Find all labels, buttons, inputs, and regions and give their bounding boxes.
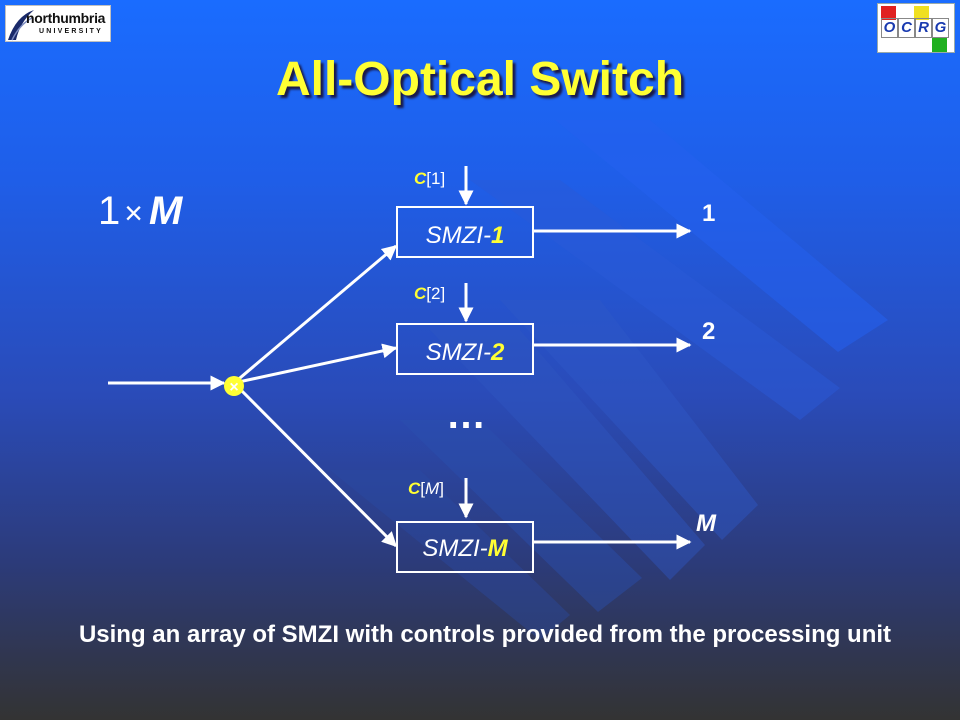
ellipsis: … — [446, 393, 486, 437]
logo-subtitle: UNIVERSITY — [39, 28, 104, 35]
northumbria-logo: northumbria UNIVERSITY — [5, 5, 111, 42]
control-close-m: ] — [439, 479, 444, 498]
switch-size-operator: × — [124, 195, 143, 231]
control-c-m: C — [408, 479, 421, 498]
stripe-3 — [500, 300, 758, 540]
control-close-1: ] — [440, 169, 445, 188]
logo-letter-g: G — [932, 18, 949, 38]
smzi-prefix-2: SMZI- — [426, 339, 491, 366]
smzi-index-2: 2 — [490, 339, 505, 366]
smzi-label-m: SMZI-M — [422, 535, 508, 562]
control-idx-2: 2 — [431, 284, 440, 303]
red-square-icon — [881, 6, 896, 20]
control-open-m: [ — [420, 479, 425, 498]
stripe-6 — [330, 470, 570, 640]
smzi-label-1: SMZI-1 — [426, 222, 505, 249]
switch-size-prefix: 1 — [98, 189, 120, 233]
control-c-1: C — [414, 169, 427, 188]
logo-letter-r: R — [915, 18, 932, 38]
smzi-box-2 — [396, 323, 534, 375]
yellow-square-icon — [914, 6, 929, 20]
smzi-index-m: M — [488, 535, 509, 562]
green-square-icon — [932, 38, 947, 52]
stripe-2 — [470, 180, 840, 420]
control-label-m: C[M] — [408, 479, 444, 498]
control-label-2: C[2] — [414, 284, 445, 303]
control-c-2: C — [414, 284, 427, 303]
branch-arrow-2 — [233, 343, 398, 385]
stripe-4 — [430, 330, 705, 580]
switch-size-label: 1×M — [98, 189, 184, 233]
output-label-m: M — [696, 510, 717, 537]
smzi-index-1: 1 — [491, 222, 504, 249]
slide-caption: Using an array of SMZI with controls pro… — [78, 621, 892, 648]
splitter-node — [224, 376, 244, 396]
splitter-symbol: × — [229, 379, 238, 396]
branch-arrow-1 — [233, 244, 398, 385]
switch-size-var: M — [149, 189, 184, 233]
ocrg-logo: O C R G — [877, 3, 955, 53]
logo-letter-c: C — [898, 18, 915, 38]
stripe-1 — [555, 120, 888, 352]
output-label-1: 1 — [702, 200, 715, 227]
smzi-prefix-m: SMZI- — [422, 535, 487, 562]
output-label-2: 2 — [702, 318, 715, 345]
swoosh-icon — [8, 10, 34, 41]
smzi-box-m — [396, 521, 534, 573]
control-open-2: [ — [426, 284, 431, 303]
control-open-1: [ — [426, 169, 431, 188]
slide-title: All-Optical Switch — [275, 53, 685, 106]
control-idx-m: M — [425, 479, 440, 498]
control-idx-1: 1 — [431, 169, 440, 188]
logo-letter-o: O — [881, 18, 898, 38]
smzi-prefix-1: SMZI- — [426, 222, 491, 249]
control-close-2: ] — [440, 284, 445, 303]
logo-name: northumbria — [26, 10, 106, 26]
stripe-5 — [400, 420, 642, 612]
control-label-1: C[1] — [414, 169, 445, 188]
branch-arrow-m — [232, 381, 398, 548]
smzi-label-2: SMZI-2 — [426, 339, 505, 366]
